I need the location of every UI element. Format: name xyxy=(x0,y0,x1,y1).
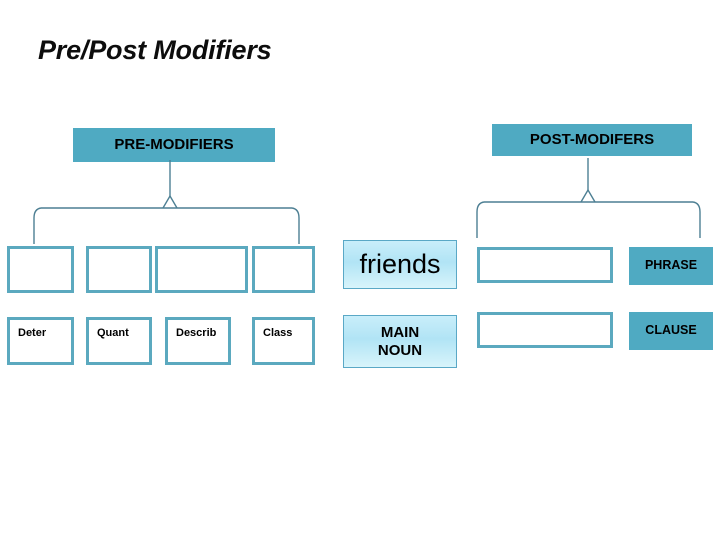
pre-modifier-label-quantifier: Quant xyxy=(86,317,152,365)
post-modifier-slot-phrase[interactable] xyxy=(477,247,613,283)
pre-modifier-slot-4[interactable] xyxy=(252,246,315,293)
pre-modifier-label-describer: Describ xyxy=(165,317,231,365)
head-noun-role-line-2: NOUN xyxy=(377,341,423,359)
head-noun-role-line-1: MAIN xyxy=(380,323,420,341)
page-title: Pre/Post Modifiers xyxy=(38,35,272,65)
post-modifier-label-clause: CLAUSE xyxy=(629,312,713,350)
pre-modifiers-bracket-connector xyxy=(33,160,300,244)
head-noun-word: friends xyxy=(343,240,457,289)
pre-modifier-slot-3[interactable] xyxy=(155,246,248,293)
post-modifier-slot-clause[interactable] xyxy=(477,312,613,348)
head-noun-role: MAIN NOUN xyxy=(343,315,457,368)
pre-modifier-slot-2[interactable] xyxy=(86,246,152,293)
post-modifiers-header: POST-MODIFERS xyxy=(492,124,692,156)
post-modifier-label-phrase: PHRASE xyxy=(629,247,713,285)
pre-modifier-slot-1[interactable] xyxy=(7,246,74,293)
pre-modifier-label-determiner: Deter xyxy=(7,317,74,365)
pre-modifier-label-classifier: Class xyxy=(252,317,315,365)
post-modifiers-bracket-connector xyxy=(476,158,701,238)
pre-modifiers-header: PRE-MODIFIERS xyxy=(73,128,275,162)
